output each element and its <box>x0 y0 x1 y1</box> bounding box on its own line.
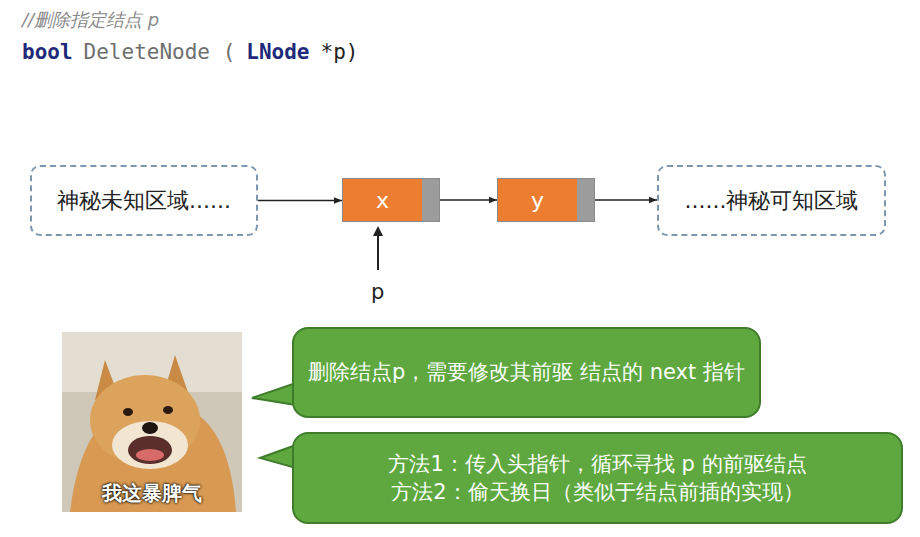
code-function: DeleteNode ( <box>84 40 236 64</box>
meme-caption: 我这暴脾气 <box>102 480 202 507</box>
node-text: ......神秘可知区域 <box>685 186 859 216</box>
pointer-field <box>422 179 439 221</box>
known-region: ......神秘可知区域 <box>657 165 886 236</box>
node-text: x <box>343 188 422 213</box>
code-comment: //删除指定结点 p <box>22 8 159 32</box>
bubble-tail <box>252 383 296 405</box>
list-node: x <box>342 178 440 222</box>
pointer-arrow <box>377 232 379 270</box>
node-text: 删除结点p，需要修改其前驱 结点的 next 指针 <box>308 358 745 386</box>
bubble-tail <box>260 445 296 468</box>
speech-bubble: 方法1：传入头指针，循环寻找 p 的前驱结点方法2：偷天换日（类似于结点前插的实… <box>292 432 903 524</box>
node-text: y <box>498 188 577 213</box>
link-arrow <box>595 199 657 201</box>
code-type: LNode <box>246 40 309 64</box>
speech-bubble: 删除结点p，需要修改其前驱 结点的 next 指针 <box>292 327 761 418</box>
unknown-region: 神秘未知区域...... <box>30 165 258 236</box>
doge-picture <box>62 332 242 512</box>
list-node: y <box>497 178 595 222</box>
node-text: 方法2：偷天换日（类似于结点前插的实现） <box>391 478 803 506</box>
code-line: bool DeleteNode ( LNode *p) <box>22 40 358 64</box>
code-keyword: bool <box>22 40 73 64</box>
pointer-label: p <box>371 280 384 304</box>
code-param: *p) <box>321 40 359 64</box>
pointer-field <box>577 179 594 221</box>
pointer-arrow-head <box>373 226 383 236</box>
link-arrow <box>258 200 342 202</box>
link-arrow <box>440 199 497 201</box>
node-text: 神秘未知区域...... <box>57 186 231 216</box>
node-text: 方法1：传入头指针，循环寻找 p 的前驱结点 <box>388 450 806 478</box>
